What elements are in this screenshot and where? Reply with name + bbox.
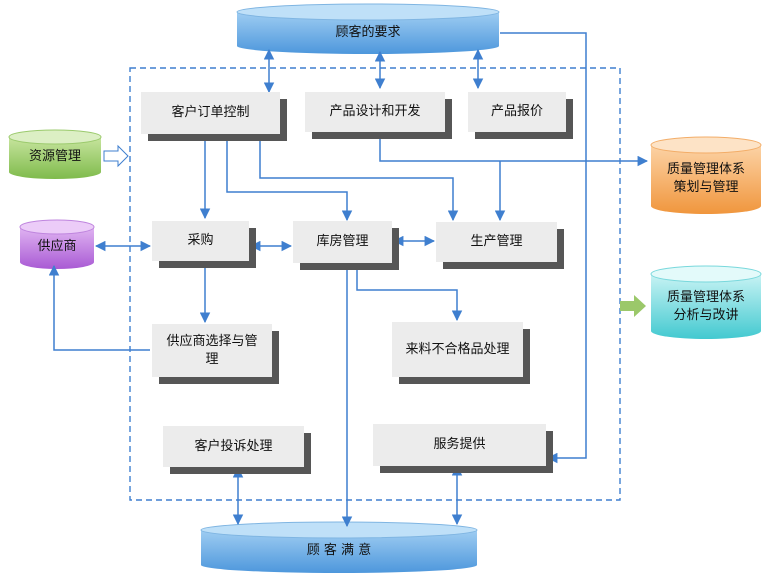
box-nonconforming-label: 来料不合格品处理: [405, 341, 510, 357]
label-qms-analysis: 质量管理体系 分析与改讲: [666, 290, 745, 323]
cylinder-customer-requirements: [236, 3, 500, 54]
label-customer-requirements: 顾客的要求: [335, 25, 401, 40]
box-complaints-label: 客户投诉处理: [194, 438, 273, 454]
arrow-design-qms: [379, 134, 649, 167]
block-arrow-analysis: [620, 295, 646, 317]
box-purchasing[interactable]: 采购: [152, 221, 249, 261]
box-production[interactable]: 生产管理: [436, 222, 557, 262]
box-order-control[interactable]: 客户订单控制: [141, 92, 280, 134]
box-service-label: 服务提供: [433, 437, 486, 452]
label-customer-satisfaction: 顾 客 满 意: [306, 543, 372, 558]
box-warehouse[interactable]: 库房管理: [293, 221, 392, 263]
label-supplier: 供应商: [37, 239, 77, 254]
box-nonconforming[interactable]: 来料不合格品处理: [392, 322, 523, 377]
box-complaints[interactable]: 客户投诉处理: [163, 426, 304, 467]
arrow-warehouse-nonconforming: [356, 264, 463, 322]
box-warehouse-label: 库房管理: [316, 234, 369, 249]
cylinder-supplier: [19, 219, 95, 269]
arrow-selection-supplier: [48, 264, 150, 351]
box-product-design-label: 产品设计和开发: [329, 104, 421, 119]
box-service[interactable]: 服务提供: [373, 424, 546, 466]
label-resource-management: 资源管理: [28, 149, 81, 164]
arrow-order-production: [259, 137, 459, 222]
box-quotation-label: 产品报价: [490, 104, 543, 119]
box-quotation[interactable]: 产品报价: [468, 92, 566, 132]
box-supplier-selection[interactable]: 供应商选择与管理: [152, 324, 272, 377]
box-purchasing-label: 采购: [187, 233, 214, 248]
arrow-req-service: [500, 32, 587, 464]
cylinder-customer-satisfaction: [200, 521, 478, 573]
box-supplier-selection-label: 供应商选择与管理: [166, 333, 258, 367]
box-production-label: 生产管理: [470, 234, 523, 249]
cylinder-qms-analysis: [650, 265, 762, 339]
cylinder-qms-planning: [650, 136, 762, 214]
arrow-order-warehouse: [226, 137, 353, 222]
label-qms-planning: 质量管理体系 策划与管理: [666, 162, 745, 195]
box-product-design[interactable]: 产品设计和开发: [305, 92, 445, 132]
box-order-control-label: 客户订单控制: [171, 105, 250, 120]
block-arrow-resource: [103, 144, 129, 168]
cylinder-resource-management: [8, 129, 102, 179]
